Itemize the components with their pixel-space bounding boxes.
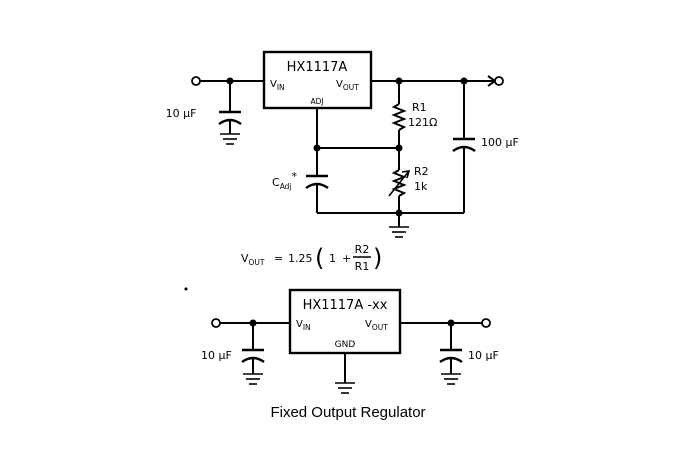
chip-name: HX1117A	[287, 60, 348, 75]
ground-icon	[441, 373, 461, 385]
adj-capacitor-label: CAdj*	[272, 170, 298, 191]
input-terminal	[191, 76, 201, 86]
formula-plus: +	[342, 252, 351, 265]
r2-label: R2	[414, 165, 429, 178]
fixed-input-terminal	[211, 318, 221, 328]
output-capacitor	[452, 81, 476, 213]
formula-gain: 1.25	[288, 252, 313, 265]
r1-value: 121Ω	[408, 116, 437, 129]
output-terminal	[494, 76, 504, 86]
formula-lhs: VOUT	[241, 252, 265, 267]
fixed-vin-pin-label: VIN	[296, 319, 311, 332]
ground-icon	[335, 382, 355, 394]
fixed-regulator-circuit: 10 µF HX1117A -xx VIN VOUT GND 10 µF	[201, 288, 499, 421]
r2-variable-resistor	[388, 148, 411, 213]
fixed-input-capacitor-label: 10 µF	[201, 349, 232, 362]
fixed-input-capacitor	[241, 323, 265, 385]
r1-resistor	[391, 81, 407, 148]
input-capacitor	[218, 81, 242, 145]
adj-capacitor	[305, 174, 329, 213]
formula-equals: =	[274, 252, 283, 265]
formula-denominator: R1	[355, 260, 370, 273]
fixed-regulator-caption: Fixed Output Regulator	[270, 404, 425, 421]
output-capacitor-label: 100 µF	[481, 136, 519, 149]
input-capacitor-label: 10 µF	[166, 107, 197, 120]
stray-dot: •	[183, 283, 190, 296]
r1-label: R1	[412, 101, 427, 114]
ground-icon	[243, 373, 263, 385]
fixed-chip-name: HX1117A -xx	[303, 298, 388, 313]
fixed-vout-pin-label: VOUT	[365, 319, 388, 332]
gnd-pin-label: GND	[335, 340, 356, 350]
r2-value: 1k	[414, 180, 428, 193]
vout-pin-label: VOUT	[336, 79, 359, 92]
fixed-output-capacitor	[439, 323, 463, 385]
vin-pin-label: VIN	[270, 79, 285, 92]
formula-close-paren: )	[373, 244, 382, 272]
formula-one: 1	[329, 252, 336, 265]
formula-open-paren: (	[315, 244, 324, 272]
adj-junction	[313, 144, 321, 152]
fixed-output-capacitor-label: 10 µF	[468, 349, 499, 362]
fixed-output-terminal	[481, 318, 491, 328]
vout-formula: VOUT = 1.25 ( 1 + R2 R1 )	[241, 243, 382, 273]
ground-icon	[389, 226, 409, 238]
adjustable-regulator-circuit: 10 µF HX1117A VIN VOUT ADJ R1 121Ω	[166, 50, 519, 273]
ground-icon	[220, 133, 240, 145]
hx1117a-xx-chip	[288, 288, 402, 355]
adj-pin-label: ADJ	[310, 97, 323, 106]
formula-numerator: R2	[355, 243, 370, 256]
